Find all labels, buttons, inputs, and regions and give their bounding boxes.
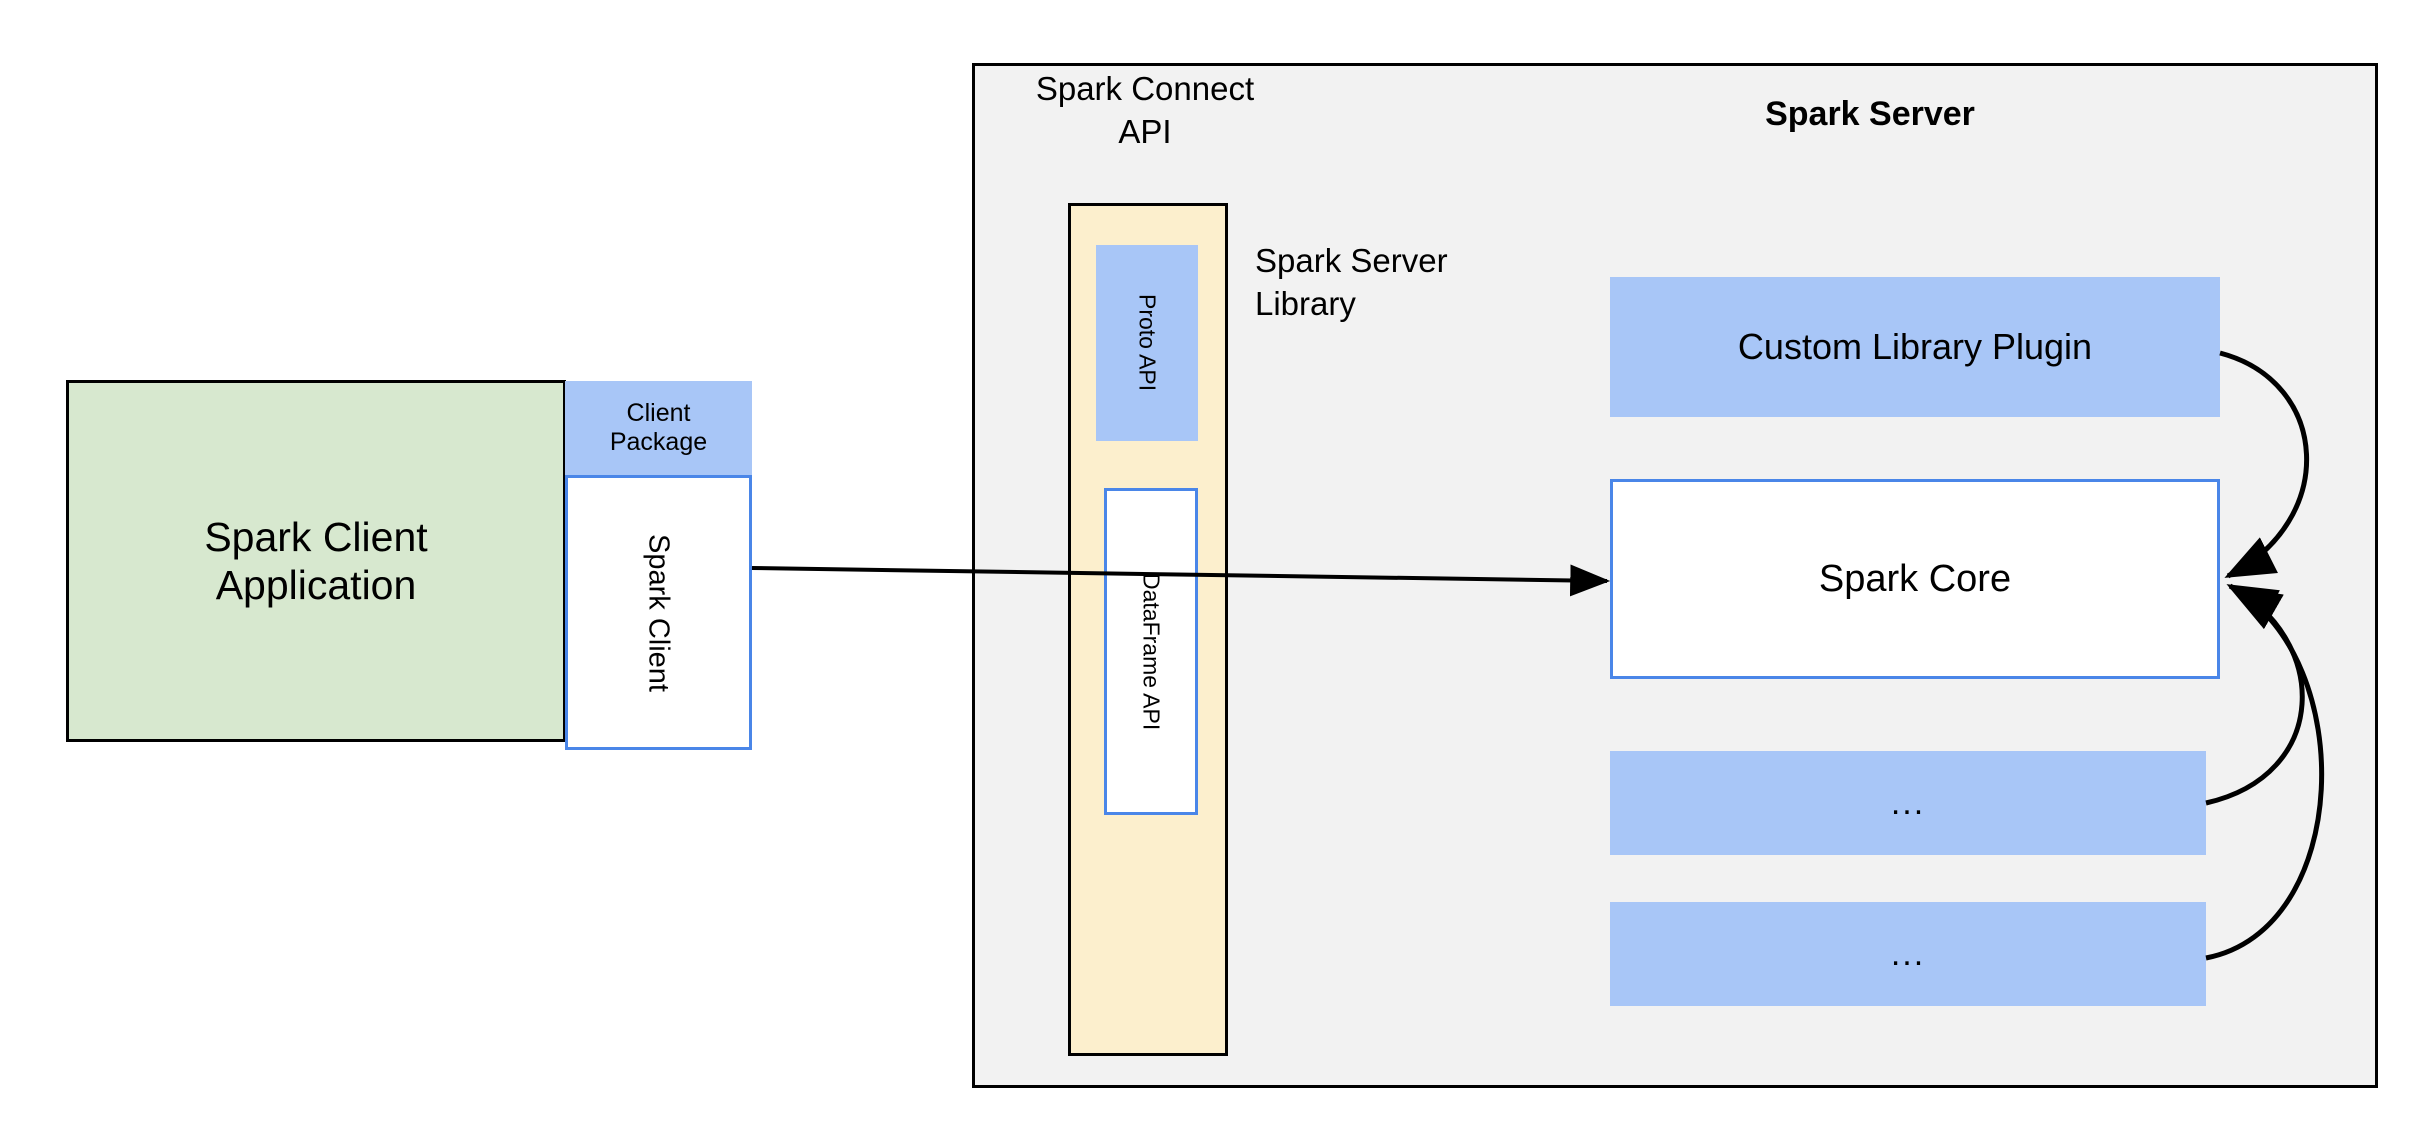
spark-server-title: Spark Server — [1765, 95, 1975, 133]
client-app-line-1: Spark Client — [204, 513, 428, 560]
custom-library-plugin-box: Custom Library Plugin — [1610, 277, 2220, 417]
ellipsis-box-one: ... — [1610, 751, 2206, 855]
connect-api-line-2: API — [1118, 112, 1172, 150]
dataframe-api-label: DataFrame API — [1138, 572, 1165, 731]
spark-core-box: Spark Core — [1610, 479, 2220, 679]
spark-server-library-label: Spark Server Library — [1255, 240, 1555, 326]
spark-connect-api-label: Spark Connect API — [1000, 68, 1290, 154]
client-app-line-2: Application — [215, 562, 417, 608]
ellipsis-two-label: ... — [1890, 934, 1926, 973]
spark-client-application-box: Spark Client Application — [66, 380, 566, 742]
dataframe-api-box: DataFrame API — [1104, 488, 1198, 815]
ellipsis-box-two: ... — [1610, 902, 2206, 1006]
spark-client-application-label: Spark Client Application — [69, 383, 563, 739]
proto-api-box: Proto API — [1096, 245, 1198, 441]
spark-client-box: Spark Client — [565, 475, 752, 750]
spark-client-label: Spark Client — [642, 533, 675, 692]
connect-api-line-1: Spark Connect — [1035, 70, 1255, 107]
server-library-line-2: Library — [1255, 284, 1356, 322]
ellipsis-one-label: ... — [1890, 783, 1926, 822]
proto-api-label: Proto API — [1134, 294, 1161, 392]
server-library-line-1: Spark Server — [1255, 242, 1448, 279]
client-package-box: Client Package — [565, 381, 752, 475]
client-package-label: Client Package — [567, 383, 750, 473]
spark-core-label: Spark Core — [1818, 557, 2012, 600]
client-package-line-2: Package — [609, 428, 708, 456]
custom-library-plugin-label: Custom Library Plugin — [1737, 325, 2093, 367]
client-package-line-1: Client — [626, 398, 691, 427]
